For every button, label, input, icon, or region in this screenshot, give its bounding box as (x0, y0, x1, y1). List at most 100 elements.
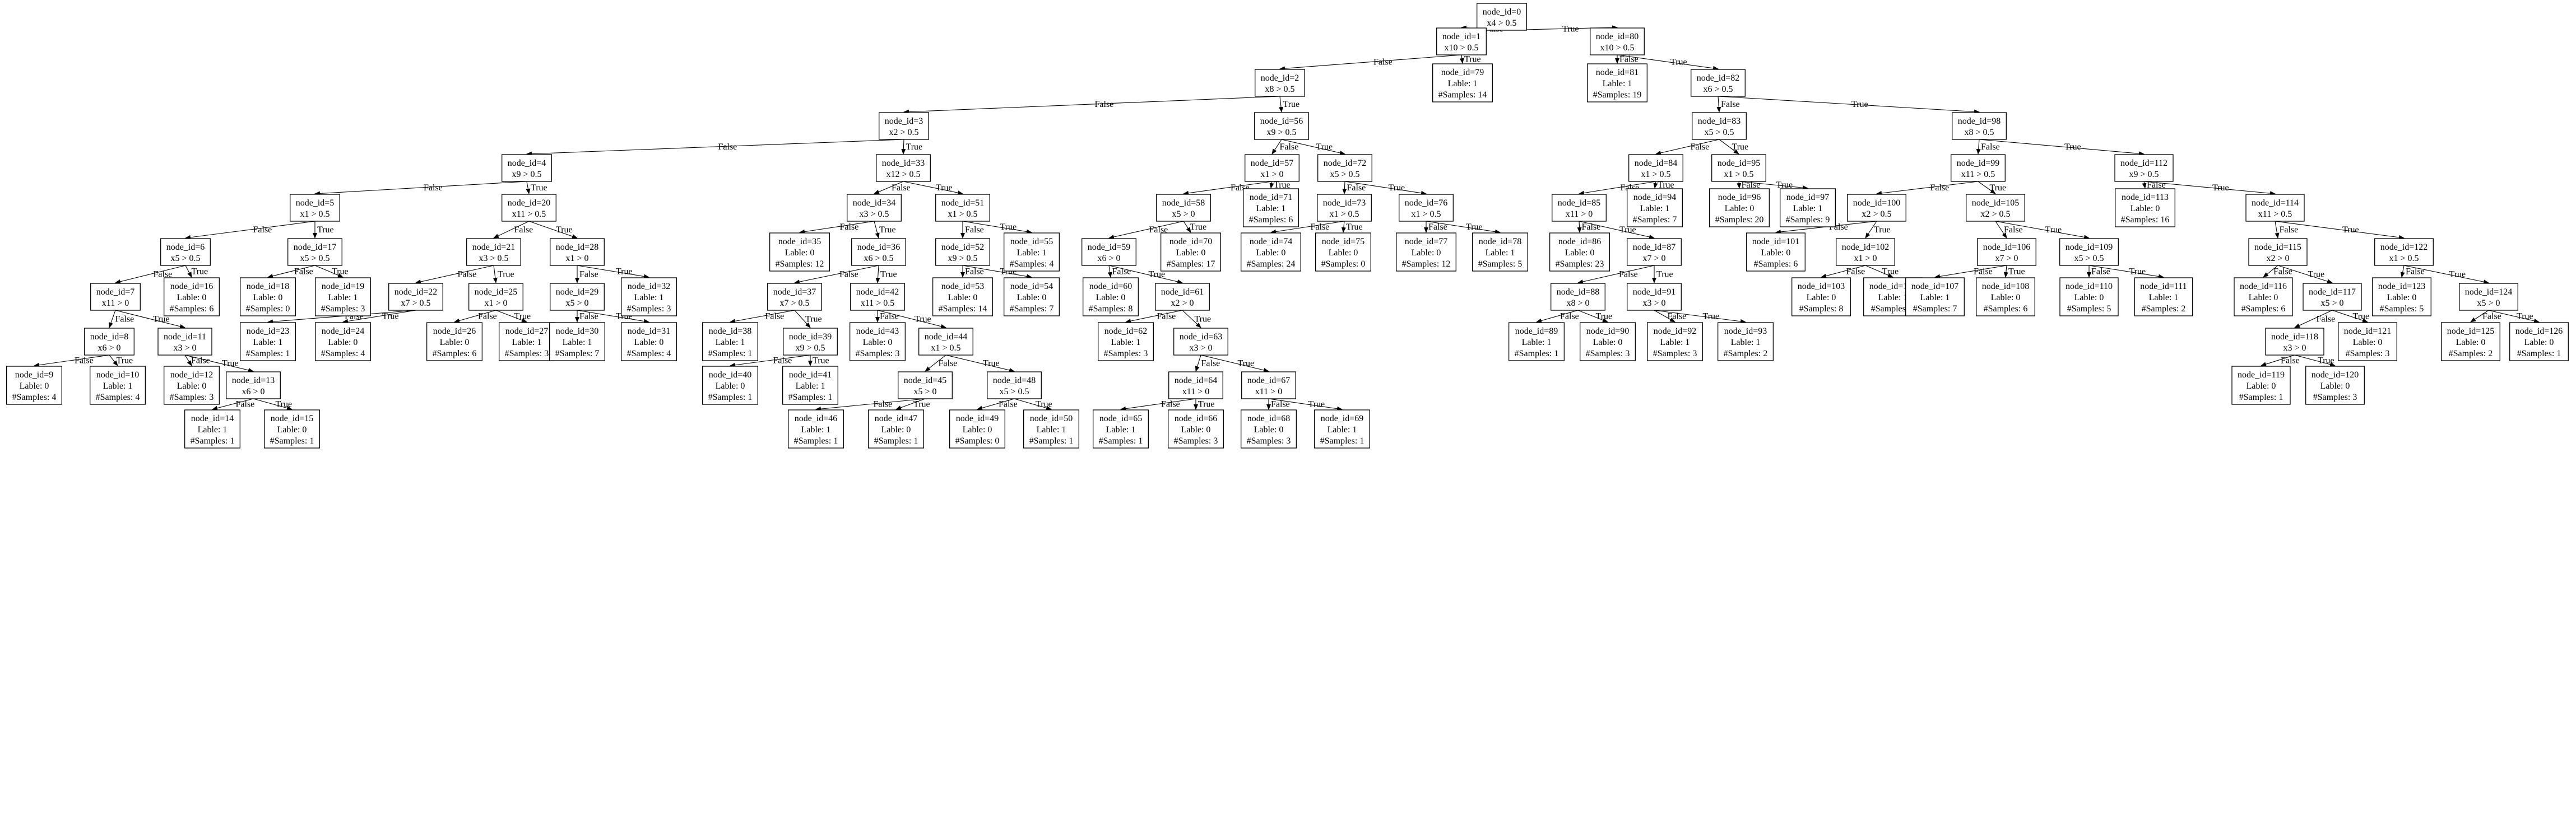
edge-122-124: True (2403, 265, 2489, 284)
edge-label-true: True (2449, 270, 2466, 279)
node-box (1254, 112, 1309, 140)
node-box (918, 328, 973, 356)
edge-label-false: False (1981, 142, 2000, 152)
node-box (851, 238, 906, 266)
node-line: node_id=102 (1842, 242, 1890, 252)
edge-line (2143, 181, 2276, 196)
node-box (2372, 277, 2431, 316)
edge-line (1577, 265, 1655, 284)
node-line: node_id=84 (1635, 158, 1678, 168)
node-line: #Samples: 17 (1167, 259, 1215, 269)
node-line: Lable: 0 (2131, 204, 2160, 213)
node-line: #Samples: 0 (246, 304, 290, 314)
node-line: node_id=8 (90, 332, 129, 342)
node-line: node_id=46 (795, 414, 838, 423)
node-line: x8 > 0.5 (1964, 128, 1994, 137)
edge-124-125: False (2470, 310, 2501, 323)
node-line: Lable: 1 (796, 381, 825, 391)
edge-label-true: True (1190, 222, 1207, 232)
edge-line (903, 181, 963, 195)
edge-line (1934, 265, 2007, 279)
node-line: node_id=80 (1596, 32, 1639, 41)
node-line: #Samples: 1 (874, 436, 918, 446)
node-line: Lable: 0 (253, 293, 283, 302)
node-box (1023, 409, 1079, 449)
node-line: #Samples: 3 (505, 349, 549, 358)
tree-node-0: node_id=0x4 > 0.5 (1477, 3, 1527, 31)
node-box (2231, 366, 2291, 405)
edge-line (1195, 354, 1201, 372)
edge-label-true: True (880, 270, 897, 279)
edge-label-true: True (117, 356, 133, 366)
edge-line (977, 398, 1015, 410)
edge-1-2: False (1279, 54, 1462, 71)
edge-label-false: False (115, 315, 134, 324)
node-line: node_id=59 (1088, 242, 1131, 252)
edge-line (314, 265, 344, 278)
edge-17-18: False (267, 265, 315, 278)
node-line: node_id=25 (475, 287, 518, 297)
node-line: node_id=101 (1752, 237, 1800, 246)
node-box (1951, 154, 2006, 182)
edge-33-34: False (874, 181, 911, 194)
edge-label-true: True (1562, 25, 1579, 34)
node-line: Lable: 0 (863, 338, 893, 347)
node-line: node_id=57 (1251, 158, 1294, 168)
node-line: x10 > 0.5 (1444, 43, 1478, 53)
edge-line (1200, 354, 1269, 372)
edge-44-45: False (925, 354, 957, 372)
node-line: x12 > 0.5 (886, 170, 920, 179)
node-line: x11 > 0.5 (861, 298, 894, 308)
edge-label-true: True (1776, 180, 1793, 190)
edge-label-true: True (1874, 225, 1891, 235)
node-line: #Samples: 1 (2239, 393, 2283, 402)
node-line: node_id=1 (1442, 32, 1481, 41)
node-line: #Samples: 3 (1586, 349, 1630, 358)
node-line: node_id=90 (1586, 326, 1630, 336)
node-box (1628, 154, 1683, 182)
edge-label-true: True (906, 142, 923, 152)
node-line: node_id=16 (170, 282, 213, 291)
edge-label-true: True (1732, 142, 1749, 152)
edge-line (493, 221, 530, 239)
edge-80-82: True (1617, 54, 1719, 71)
node-box (1847, 194, 1906, 222)
edge-25-26: False (454, 310, 497, 323)
node-line: node_id=108 (1982, 282, 2030, 291)
node-line: #Samples: 1 (794, 436, 838, 446)
node-line: node_id=4 (508, 158, 546, 168)
node-box (2374, 238, 2434, 266)
node-line: node_id=94 (1633, 193, 1677, 202)
edge-line (1995, 221, 2090, 240)
node-box (1952, 112, 2007, 140)
edge-20-28: True (528, 221, 578, 239)
edge-label-true: True (1703, 312, 1720, 321)
node-line: x2 > 0 (2266, 254, 2289, 263)
tree-node-2: node_id=2x8 > 0.5 (1255, 69, 1305, 97)
node-box (550, 238, 605, 266)
node-box (1477, 3, 1527, 31)
edge-34-36: True (874, 221, 896, 239)
node-line: node_id=53 (941, 282, 985, 291)
edge-line (115, 265, 186, 284)
edge-line (267, 265, 315, 278)
node-line: Lable: 0 (1256, 248, 1286, 258)
